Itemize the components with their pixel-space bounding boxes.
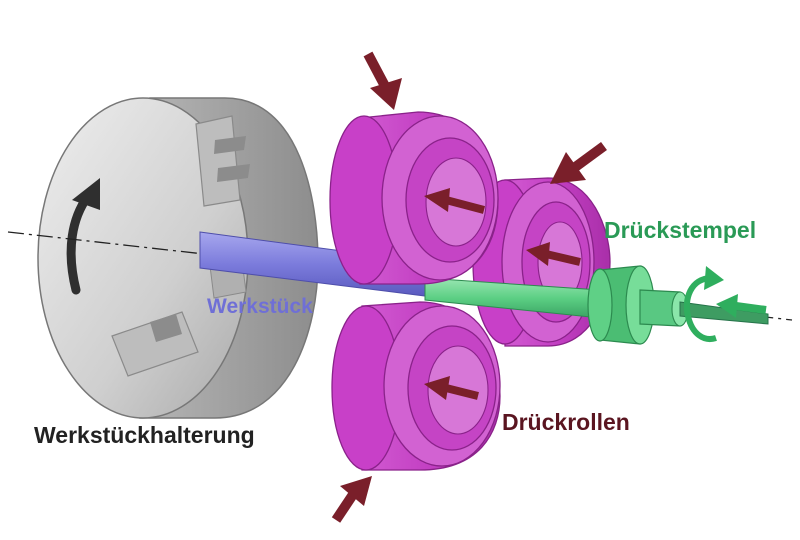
spinning-mandrel <box>587 265 769 345</box>
feed-arrow-icon <box>716 294 767 318</box>
label-workpiece-holder: Werkstückhalterung <box>34 422 255 448</box>
label-spinning-mandrel: Drückstempel <box>604 217 756 243</box>
spinning-roller-bottom <box>331 301 501 471</box>
center-axis-line <box>7 231 793 321</box>
rotation-arrow-icon <box>683 266 724 342</box>
curved-arrow-icon <box>66 178 100 295</box>
workpiece-holder-chuck <box>37 97 319 419</box>
label-workpiece: Werkstück <box>207 295 313 318</box>
force-arrow-icon <box>331 51 607 523</box>
spinning-roller-top <box>329 111 499 285</box>
label-spinning-rollers: Drückrollen <box>502 409 630 435</box>
